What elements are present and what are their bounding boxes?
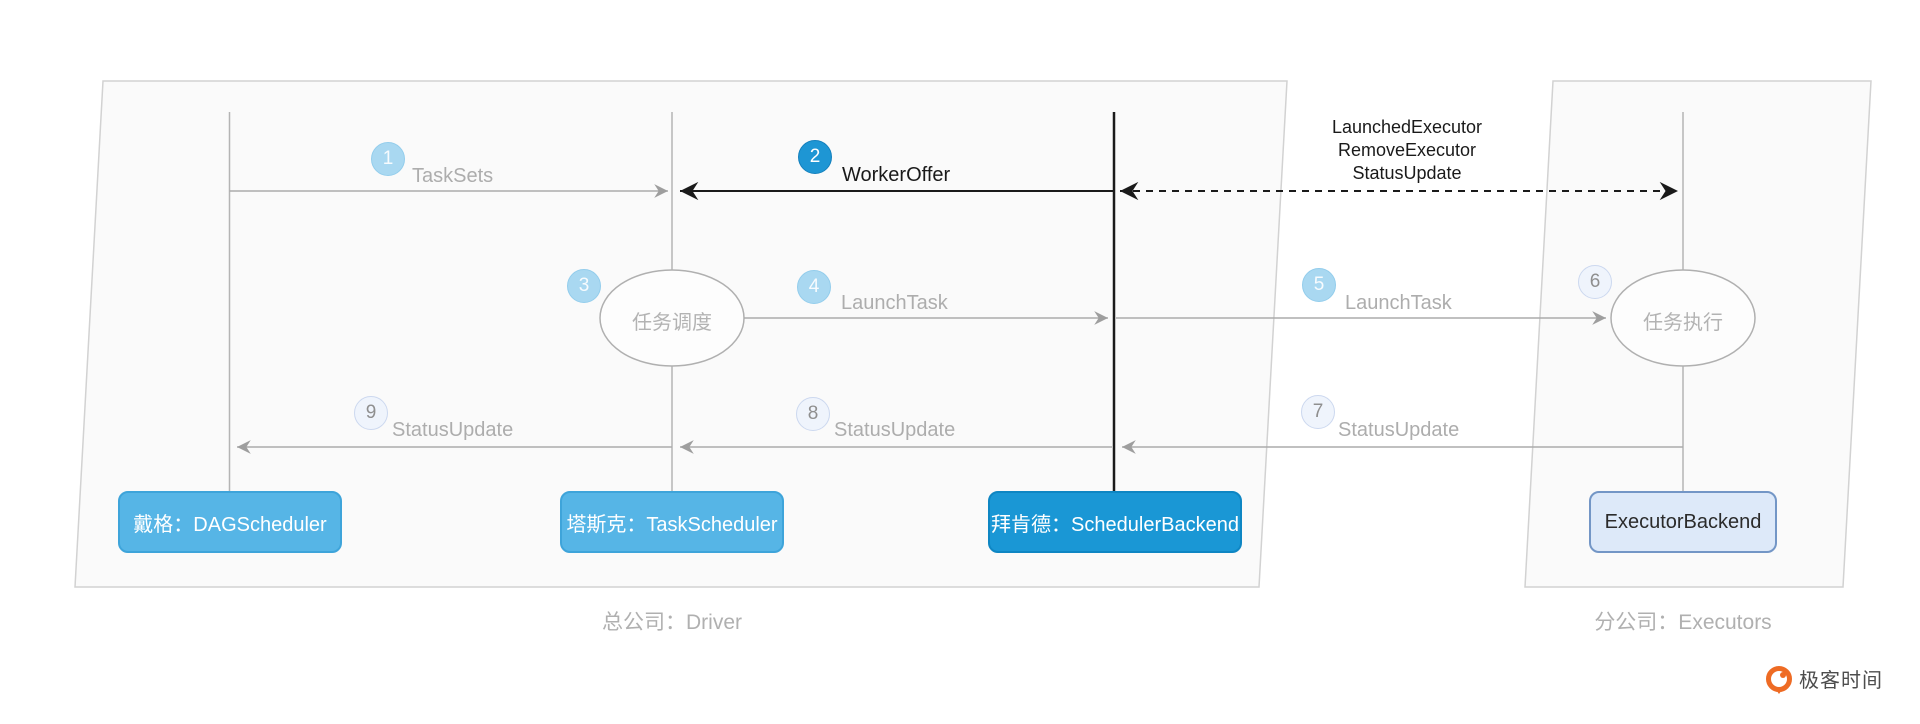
logo-icon-dot — [1780, 671, 1786, 678]
label-launchtask-1: LaunchTask — [841, 292, 948, 314]
label-statusupdate-9: StatusUpdate — [392, 419, 514, 441]
step-2-badge: 2 — [798, 140, 832, 174]
step-6-badge: 6 — [1578, 265, 1612, 299]
participant-taskscheduler: 塔斯克：TaskScheduler — [560, 491, 784, 553]
step-9-badge: 9 — [354, 396, 388, 430]
link-note-line-2: RemoveExecutor — [1337, 140, 1477, 160]
label-statusupdate-8: StatusUpdate — [834, 419, 956, 441]
participant-dagscheduler: 戴格：DAGScheduler — [118, 491, 342, 553]
step-4-badge: 4 — [797, 270, 831, 304]
label-workeroffer: WorkerOffer — [842, 164, 951, 186]
step-8-badge: 8 — [796, 397, 830, 431]
step-1-badge: 1 — [371, 142, 405, 176]
geektime-logo-icon — [1766, 665, 1792, 694]
step-7-badge: 7 — [1301, 395, 1335, 429]
label-task-execution: 任务执行 — [1643, 312, 1723, 334]
participant-executorbackend: ExecutorBackend — [1589, 491, 1777, 553]
link-note-line-3: StatusUpdate — [1352, 163, 1462, 183]
executors-group-caption: 分公司：Executors — [1594, 611, 1772, 634]
step-3-badge: 3 — [567, 269, 601, 303]
label-launchtask-2: LaunchTask — [1345, 292, 1452, 314]
link-note-line-1: LaunchedExecutor — [1331, 117, 1483, 137]
task-execution-ellipse — [1610, 269, 1756, 367]
driver-group-caption: 总公司：Driver — [602, 611, 742, 634]
backend-executor-link-note: LaunchedExecutor RemoveExecutor StatusUp… — [1295, 116, 1519, 185]
label-task-scheduling: 任务调度 — [632, 312, 712, 334]
participant-schedulerbackend: 拜肯德：SchedulerBackend — [988, 491, 1242, 553]
step-5-badge: 5 — [1302, 268, 1336, 302]
geektime-logo: 极客时间 — [1766, 664, 1883, 694]
logo-icon-tail — [1774, 686, 1784, 694]
geektime-logo-text: 极客时间 — [1799, 670, 1883, 692]
label-tasksets: TaskSets — [412, 165, 494, 187]
label-statusupdate-7: StatusUpdate — [1338, 419, 1460, 441]
